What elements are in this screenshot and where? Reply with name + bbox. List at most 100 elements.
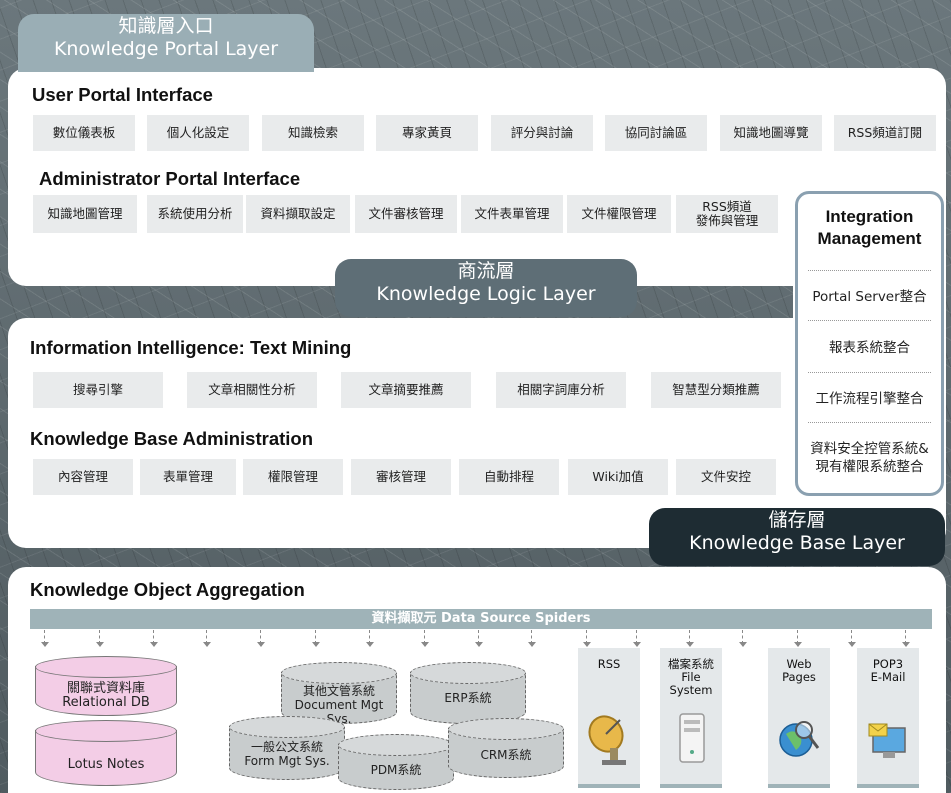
integration-management-box: Integration Management Portal Server整合 報… xyxy=(795,191,944,496)
spider-arrow xyxy=(633,630,641,647)
logic-layer-title-zh: 商流層 xyxy=(457,260,515,282)
spider-arrow xyxy=(794,630,802,647)
source-bar xyxy=(660,784,722,788)
kb-admin-item-6: 文件安控 xyxy=(676,459,776,495)
user-portal-item-6: 知識地圖導覽 xyxy=(720,115,822,151)
portal-layer-title-en: Knowledge Portal Layer xyxy=(53,38,279,60)
admin-portal-item-5: 文件權限管理 xyxy=(567,195,671,233)
source-bar xyxy=(578,784,640,788)
admin-portal-title: Administrator Portal Interface xyxy=(39,168,301,189)
crm-label: CRM系統 xyxy=(480,748,532,762)
spider-arrow xyxy=(848,630,856,647)
integration-item-security: 資料安全控管系統& 現有權限系統整合 xyxy=(810,441,929,475)
source-web-pages-label: Web Pages xyxy=(782,657,816,684)
text-mining-item-4: 智慧型分類推薦 xyxy=(651,372,781,408)
spider-arrow xyxy=(203,630,211,647)
portal-layer-tab: 知識層入口 Knowledge Portal Layer xyxy=(18,14,314,72)
integration-item-portal-server: Portal Server整合 xyxy=(812,289,927,305)
spider-arrow xyxy=(583,630,591,647)
source-bar xyxy=(857,784,919,788)
kb-admin-item-2: 權限管理 xyxy=(243,459,343,495)
source-file-system-label: 檔案系統 File System xyxy=(668,657,714,697)
cylinder-top xyxy=(35,656,177,678)
lotus-notes-cylinder: Lotus Notes xyxy=(35,720,177,786)
cylinder-top xyxy=(229,716,345,738)
source-rss-label: RSS xyxy=(597,657,621,671)
user-portal-item-7: RSS頻道訂閱 xyxy=(834,115,936,151)
source-email-label: POP3 E-Mail xyxy=(870,657,906,684)
spider-arrow xyxy=(150,630,158,647)
kb-admin-item-1: 表單管理 xyxy=(140,459,236,495)
integration-item-report: 報表系統整合 xyxy=(829,340,910,356)
user-portal-item-2: 知識檢索 xyxy=(262,115,364,151)
text-mining-item-1: 文章相關性分析 xyxy=(187,372,317,408)
kb-admin-item-5: Wiki加值 xyxy=(568,459,668,495)
user-portal-title: User Portal Interface xyxy=(32,84,213,105)
logic-layer-tab: 商流層 Knowledge Logic Layer xyxy=(335,259,637,317)
source-email: POP3 E-Mail xyxy=(857,648,919,788)
cylinder-top xyxy=(281,662,397,684)
admin-portal-item-1: 系統使用分析 xyxy=(147,195,243,233)
kb-admin-item-4: 自動排程 xyxy=(459,459,559,495)
spider-arrow xyxy=(686,630,694,647)
relational-db-label: 關聯式資料庫 Relational DB xyxy=(62,681,150,710)
admin-portal-item-3: 文件審核管理 xyxy=(355,195,457,233)
cylinder-top xyxy=(35,720,177,742)
user-portal-item-0: 數位儀表板 xyxy=(33,115,135,151)
base-layer-title-zh: 儲存層 xyxy=(768,509,826,531)
spider-arrow xyxy=(366,630,374,647)
divider xyxy=(808,270,931,271)
integration-title: Integration Management xyxy=(817,207,922,248)
spider-arrow xyxy=(528,630,536,647)
divider xyxy=(808,372,931,373)
spider-arrow xyxy=(96,630,104,647)
spider-arrow xyxy=(902,630,910,647)
cylinder-top xyxy=(448,718,564,740)
logic-layer-title-en: Knowledge Logic Layer xyxy=(376,283,596,305)
source-file-system: 檔案系統 File System xyxy=(660,648,722,788)
spider-arrow xyxy=(257,630,265,647)
base-layer-tab: 儲存層 Knowledge Base Layer xyxy=(649,508,945,566)
aggregation-title: Knowledge Object Aggregation xyxy=(30,579,305,600)
portal-layer-panel xyxy=(8,68,946,286)
source-bar xyxy=(768,784,830,788)
divider xyxy=(808,320,931,321)
cylinder-top xyxy=(338,734,454,756)
globe-magnifier-icon xyxy=(779,721,820,757)
erp-label: ERP系統 xyxy=(444,691,492,705)
user-portal-item-3: 專家黃頁 xyxy=(376,115,478,151)
admin-portal-item-4: 文件表單管理 xyxy=(461,195,563,233)
spider-arrow xyxy=(475,630,483,647)
text-mining-title: Information Intelligence: Text Mining xyxy=(30,337,352,358)
kb-admin-title: Knowledge Base Administration xyxy=(30,428,314,449)
admin-portal-item-2: 資料擷取設定 xyxy=(246,195,350,233)
text-mining-item-2: 文章摘要推薦 xyxy=(341,372,471,408)
form-mgt-label: 一般公文系統 Form Mgt Sys. xyxy=(244,740,330,768)
lotus-notes-label: Lotus Notes xyxy=(67,757,145,772)
admin-portal-item-0: 知識地圖管理 xyxy=(33,195,137,233)
spider-arrow xyxy=(312,630,320,647)
spider-arrow xyxy=(739,630,747,647)
integration-item-workflow: 工作流程引擎整合 xyxy=(815,391,924,407)
satellite-dish-icon xyxy=(588,715,626,765)
pdm-cylinder: PDM系統 xyxy=(338,734,454,790)
source-rss: RSS xyxy=(578,648,640,788)
source-web-pages: Web Pages xyxy=(768,648,830,788)
form-mgt-cylinder: 一般公文系統 Form Mgt Sys. xyxy=(229,716,345,780)
document-mgt-cylinder: 其他文管系統 Document Mgt Sys. xyxy=(281,662,397,726)
crm-cylinder: CRM系統 xyxy=(448,718,564,778)
kb-admin-item-3: 審核管理 xyxy=(351,459,451,495)
server-tower-icon xyxy=(679,713,705,763)
cylinder-top xyxy=(410,662,526,684)
text-mining-item-3: 相關字詞庫分析 xyxy=(496,372,626,408)
email-monitor-icon xyxy=(868,723,906,758)
user-portal-item-4: 評分與討論 xyxy=(491,115,593,151)
kb-admin-item-0: 內容管理 xyxy=(33,459,133,495)
base-layer-title-en: Knowledge Base Layer xyxy=(689,532,905,554)
relational-db-cylinder: 關聯式資料庫 Relational DB xyxy=(35,656,177,716)
spider-arrow xyxy=(41,630,49,647)
admin-portal-item-6: RSS頻道 發佈與管理 xyxy=(676,195,778,233)
user-portal-item-5: 協同討論區 xyxy=(605,115,707,151)
erp-cylinder: ERP系統 xyxy=(410,662,526,724)
user-portal-item-1: 個人化設定 xyxy=(147,115,249,151)
